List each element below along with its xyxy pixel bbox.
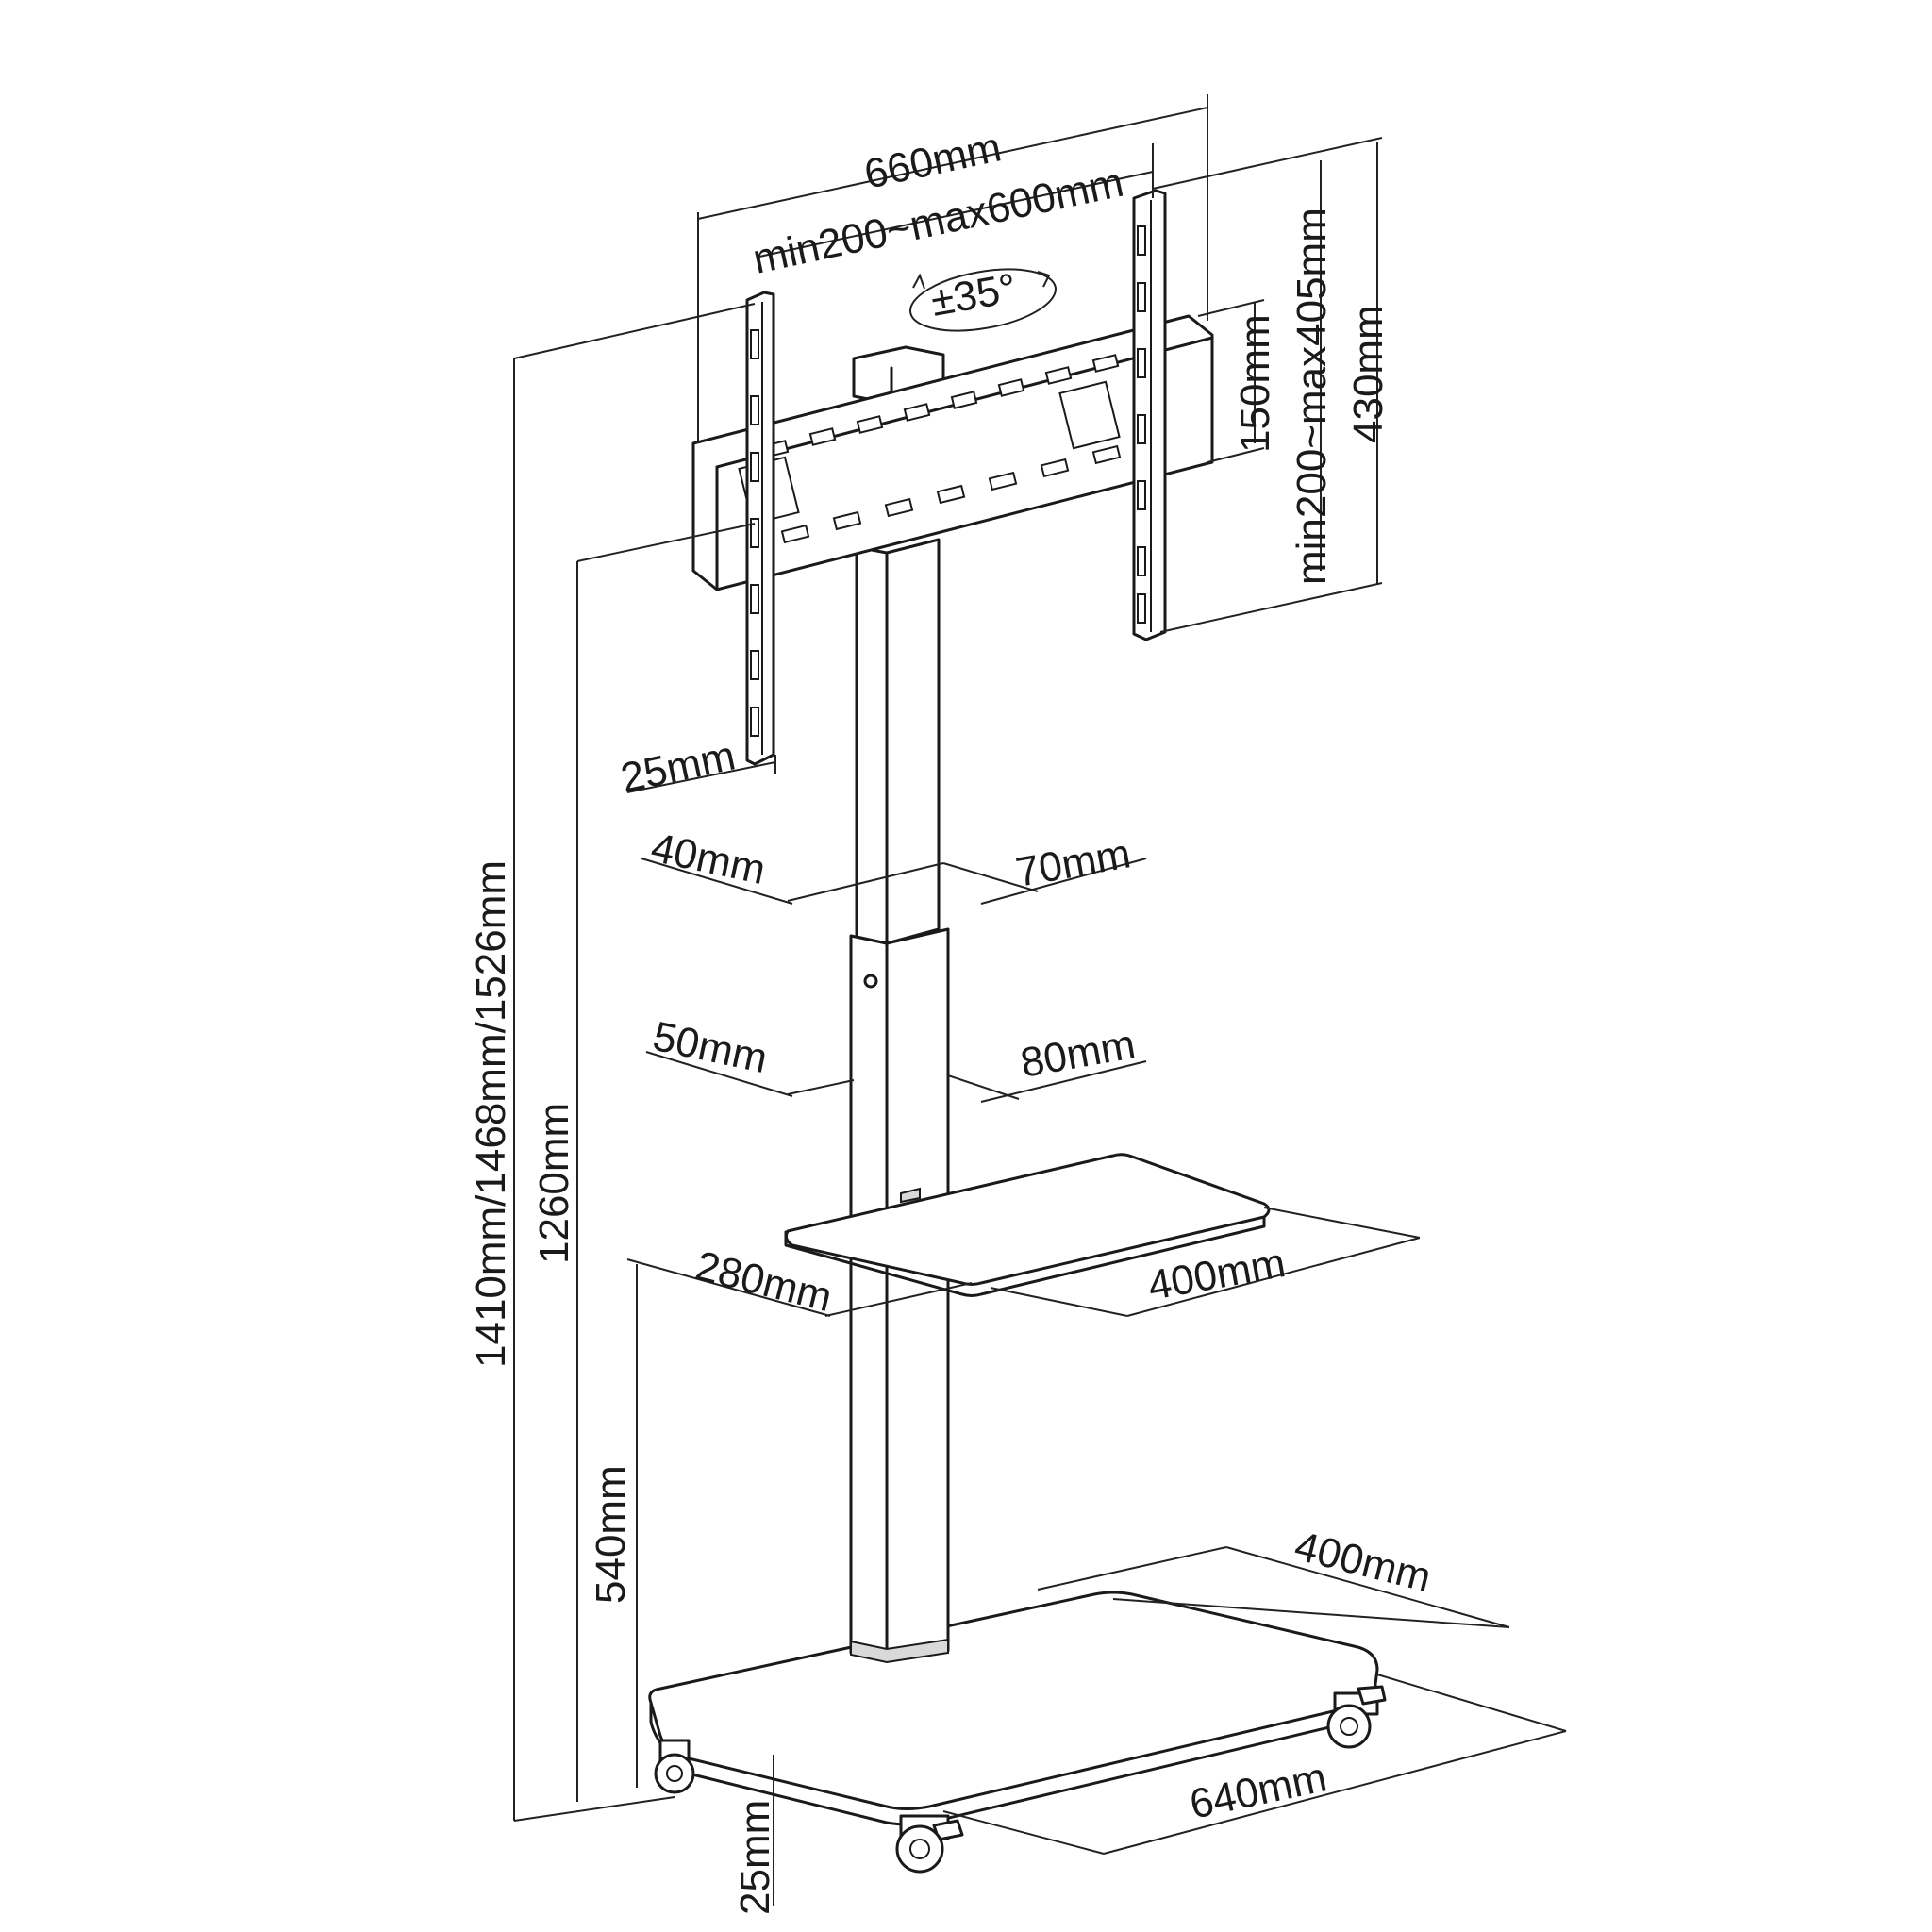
cross-plate-slots-lower (780, 444, 1122, 544)
label-base-width: 640mm (1186, 1754, 1331, 1827)
label-vesa-vertical-range: min200~max405mm (1289, 208, 1335, 585)
mount-bracket (691, 189, 1214, 766)
cross-plate-slots-upper (761, 354, 1120, 458)
label-rail-depth: 25mm (617, 732, 740, 801)
rail-right-holes (1137, 225, 1146, 624)
label-shelf-height: 540mm (588, 1465, 634, 1604)
caster-front-left (654, 1739, 695, 1794)
label-total-height: 1410mm/1468mm/1526mm (468, 860, 514, 1368)
lower-pole (849, 927, 950, 1662)
label-ground-clearance: 25mm (732, 1800, 778, 1915)
label-upper-pole-width: 70mm (1012, 830, 1134, 895)
label-center-height: 1260mm (531, 1103, 577, 1264)
caster-back-right (1326, 1685, 1387, 1749)
label-rail-spacing: 150mm (1232, 314, 1278, 453)
label-base-depth: 400mm (1291, 1523, 1436, 1601)
label-lower-pole-width: 80mm (1017, 1021, 1139, 1086)
dimension-lines (513, 94, 1567, 1906)
caster-front-center (895, 1814, 964, 1874)
base-assembly (648, 1591, 1387, 1874)
label-upper-pole-depth: 40mm (647, 824, 770, 893)
pole-assembly (849, 538, 950, 1664)
rail-left-holes (750, 329, 759, 737)
cross-plate (691, 314, 1214, 591)
label-bracket-height: 430mm (1345, 305, 1391, 443)
label-tilt: ±35° (927, 265, 1020, 325)
upper-pole (855, 538, 941, 945)
middle-shelf (784, 1153, 1271, 1297)
